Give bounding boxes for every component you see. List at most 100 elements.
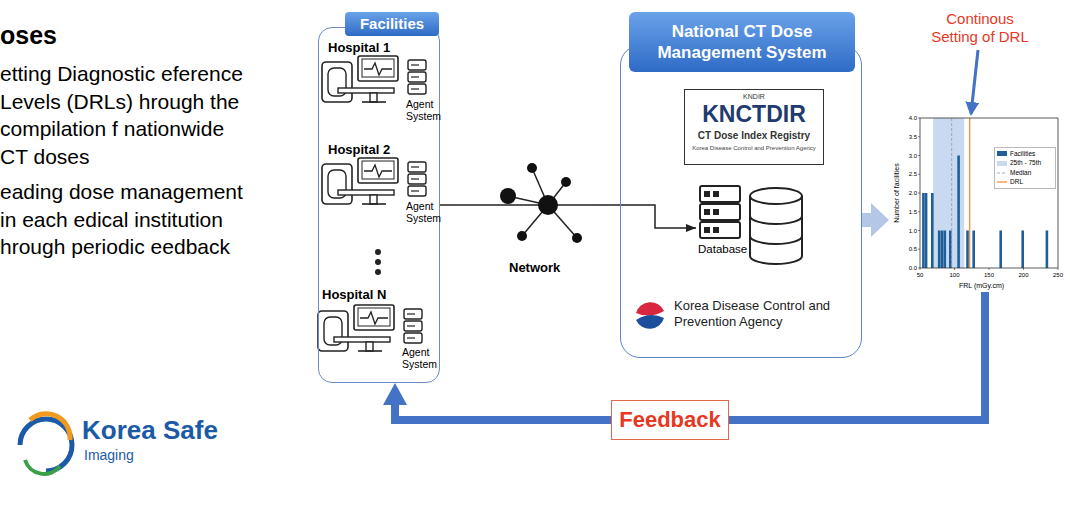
database-icon	[713, 191, 719, 197]
slide-heading: oses	[0, 20, 120, 50]
histogram	[918, 118, 1058, 270]
callout-text: Continous Setting of DRL	[925, 10, 1035, 46]
histogram	[949, 231, 952, 269]
legend-line-sample	[997, 170, 1007, 176]
database-icon	[700, 222, 740, 238]
network-hub	[500, 188, 516, 204]
network-hub	[527, 163, 537, 173]
axis-title: Number of facilities	[893, 118, 901, 268]
histogram	[1046, 231, 1049, 269]
histogram	[941, 231, 944, 269]
database-icon	[750, 188, 802, 204]
network-node: Network	[497, 158, 595, 280]
logo-small-text: KNDIR	[685, 93, 823, 101]
ellipsis-dots	[375, 249, 381, 255]
registry-logo-box: KNDIRKNCTDIRCT Dose Index RegistryKorea …	[684, 89, 824, 165]
legend-swatch	[997, 161, 1007, 166]
agency-name: Korea Disease Control and Prevention Age…	[674, 298, 854, 330]
legend-box: Facilities25th - 75thMedianDRL	[994, 147, 1056, 189]
network-hub	[572, 233, 582, 243]
node-label: Network	[509, 260, 589, 276]
histogram	[920, 118, 1058, 268]
tick-label: 3.0	[900, 152, 917, 160]
logo-mark	[20, 414, 72, 474]
legend-row: DRL	[997, 178, 1053, 188]
legend-line-sample	[997, 179, 1007, 185]
database-icon	[713, 209, 719, 215]
tick-label: 0.0	[900, 264, 917, 272]
connector	[440, 204, 497, 206]
agency-logo	[636, 302, 664, 328]
connector	[862, 213, 871, 227]
database-icon	[750, 236, 802, 244]
hospital-label: Hospital 2	[328, 142, 418, 158]
hospital-label: Hospital N	[322, 287, 412, 303]
logo-subtitle: CT Dose Index Registry	[685, 130, 823, 142]
feedback-box: Feedback	[611, 400, 729, 440]
callout-arrow	[971, 50, 978, 114]
database-icon	[750, 196, 802, 264]
tick-label: 1.5	[900, 208, 917, 216]
histogram	[969, 118, 970, 268]
tick-label: 150	[980, 271, 998, 279]
bullet-text: eading dose management in each edical in…	[0, 178, 248, 261]
histogram	[918, 118, 1058, 270]
ellipsis-dots	[375, 249, 381, 275]
node-label: Database	[698, 243, 754, 257]
tick-label: 200	[1015, 271, 1033, 279]
network-hub	[561, 177, 571, 187]
agent-label: Agent System	[406, 98, 446, 122]
histogram	[1021, 231, 1024, 269]
legend-text: 25th - 75th	[1010, 159, 1041, 167]
tick-label: 2.0	[900, 189, 917, 197]
database-icon	[713, 227, 719, 233]
histogram	[931, 193, 934, 268]
tick-label: 100	[946, 271, 964, 279]
database-node: Database	[696, 181, 806, 271]
hospital-icon	[322, 56, 426, 102]
hospital-icon	[318, 305, 422, 351]
connector	[395, 405, 611, 420]
tick-label: 50	[911, 271, 929, 279]
histogram	[944, 231, 947, 269]
hospital-icon	[322, 158, 426, 204]
panel-heading: Facilities	[345, 12, 439, 36]
tick-label: 0.5	[900, 245, 917, 253]
database-icon	[704, 209, 710, 215]
axis-title: FRL (mGy.cm)	[959, 282, 1019, 290]
tick-label: 250	[1049, 271, 1067, 279]
logo-text: Imaging	[84, 447, 174, 464]
ellipsis-dots	[375, 269, 381, 275]
histogram	[972, 231, 975, 269]
database-icon	[750, 216, 802, 224]
histogram	[933, 118, 964, 268]
database-icon	[700, 204, 740, 220]
bullet-text: etting Diagnostic eference Levels (DRLs)…	[0, 60, 248, 170]
histogram	[957, 156, 960, 269]
agency-logo	[636, 302, 664, 315]
tick-label: 1.0	[900, 227, 917, 235]
agency-logo	[636, 315, 664, 329]
logo-fine-print: Korea Disease Control and Prevention Age…	[685, 145, 823, 152]
logo-mark	[30, 414, 70, 440]
network-hub	[497, 163, 595, 243]
legend-line-sample	[997, 182, 1007, 183]
histogram	[951, 118, 952, 268]
legend-row: 25th - 75th	[997, 159, 1053, 169]
histogram	[922, 193, 925, 268]
legend-text: DRL	[1010, 178, 1023, 186]
legend-text: Median	[1010, 169, 1031, 177]
legend-row: Median	[997, 168, 1053, 178]
tick-label: 2.5	[900, 170, 917, 178]
legend-swatch	[997, 151, 1007, 156]
tick-label: 4.0	[900, 114, 917, 122]
network-hub	[517, 231, 527, 241]
database-icon	[704, 191, 710, 197]
ellipsis-dots	[375, 259, 381, 265]
agent-label: Agent System	[402, 346, 442, 370]
logo-text: Korea Safe	[82, 415, 252, 445]
legend-line-sample	[997, 172, 1007, 173]
tick-label: 3.5	[900, 133, 917, 141]
agent-label: Agent System	[406, 200, 446, 224]
